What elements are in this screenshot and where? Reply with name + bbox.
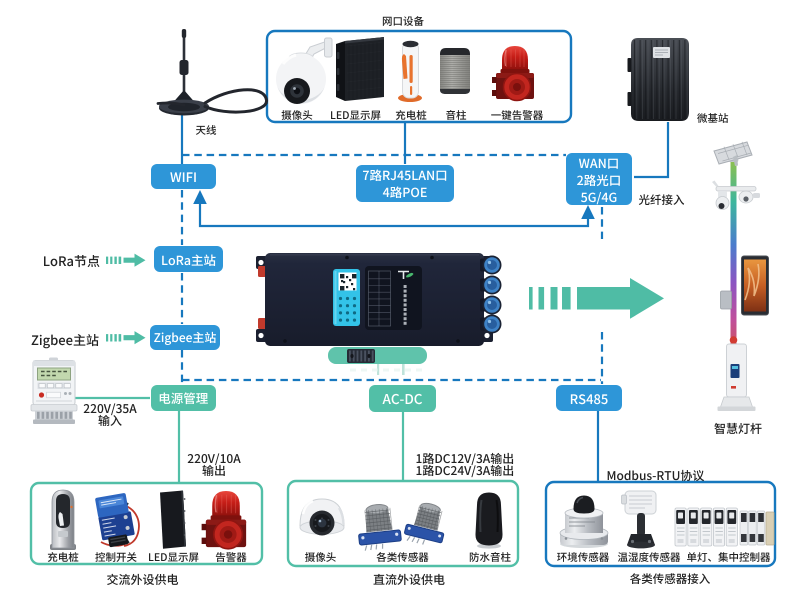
energy-meter-icon [30, 357, 78, 424]
lora-node[interactable]: LoRa主站 [154, 246, 223, 272]
modbus-label: Modbus-RTU协议 [606, 466, 705, 484]
lan-device-label-1: LED显示屏 [330, 107, 381, 123]
ac-group-caption: 交流外设供电 [106, 570, 179, 588]
dc-output-line1: 1路DC12V/3A输出 [415, 449, 515, 467]
dome-camera-icon [276, 37, 333, 104]
dc-device-label-1: 各类传感器 [376, 549, 429, 565]
charging-pile-icon [398, 40, 422, 102]
lan-devices-title: 网口设备 [382, 13, 424, 29]
connector-lines [74, 108, 670, 483]
dc-device-label-2: 防水音柱 [469, 549, 511, 565]
gas-sensor-right-icon [404, 502, 445, 545]
flow-arrow [529, 278, 664, 319]
dc-output-label: 1路DC12V/3A输出 1路DC24V/3A输出 [415, 449, 515, 479]
acdc-node[interactable]: AC-DC [369, 385, 436, 412]
sensor-devices-box [544, 480, 777, 568]
power-node-label: 电源管理 [158, 388, 209, 407]
zigbee-node-label: Zigbee主站 [153, 328, 217, 346]
lan-device-label-2: 充电桩 [395, 107, 427, 123]
zigbee-in-arrow [106, 331, 146, 345]
control-switch-icon [95, 493, 140, 548]
ac-output-line1: 220V/10A [187, 450, 241, 467]
sensor-group-caption: 各类传感器接入 [629, 570, 711, 587]
environment-sensor-icon [559, 495, 609, 548]
sensor-device-label-0: 环境传感器 [556, 549, 610, 565]
base-station-icon [627, 38, 689, 121]
lora-node-label: LoRa主站 [160, 249, 217, 269]
antenna-icon [156, 29, 268, 116]
zigbee-node[interactable]: Zigbee主站 [150, 324, 220, 350]
lan-devices-box [265, 29, 573, 124]
smart-pole-label: 智慧灯杆 [713, 419, 763, 437]
lan-device-label-0: 摄像头 [281, 107, 313, 123]
lan-device-label-4: 一键告警器 [490, 107, 544, 123]
rs485-node-label: RS485 [569, 388, 609, 408]
sensor-device-label-1: 温湿度传感器 [617, 549, 681, 565]
meter-input-label: 220V/35A 输入 [83, 400, 137, 430]
led-screen-small-icon [160, 490, 186, 549]
alarm-horn-icon [201, 491, 247, 550]
base-station-label: 微基站 [697, 110, 729, 126]
ac-output-label: 220V/10A 输出 [187, 450, 241, 480]
led-screen-icon [336, 37, 384, 101]
ac-devices-box [29, 481, 264, 566]
gas-sensor-left-icon [358, 504, 402, 551]
zigbee-source-label: Zigbee主站 [30, 329, 99, 349]
sensor-device-label-2: 单灯、集中控制器 [686, 549, 771, 565]
dome-camera-small-icon [299, 498, 345, 536]
meter-input-line1: 220V/35A [83, 400, 137, 417]
lora-in-arrow [106, 253, 146, 267]
dc-device-label-0: 摄像头 [304, 549, 337, 565]
waterproof-speaker-icon [475, 492, 503, 549]
wan-node-label: 2路光口 [576, 169, 622, 189]
fiber-access-label: 光纤接入 [638, 191, 685, 208]
lan-node-label: 7路RJ45LAN口 [362, 164, 448, 184]
ac-device-label-2: LED显示屏 [148, 549, 199, 565]
power-node[interactable]: 电源管理 [150, 384, 216, 411]
dc-devices-box [286, 479, 520, 568]
dc-group-caption: 直流外设供电 [372, 570, 446, 588]
ac-device-label-3: 告警器 [215, 549, 247, 565]
speaker-column-icon [440, 48, 470, 94]
rs485-node[interactable]: RS485 [556, 385, 622, 411]
lan-node-label: 4路POE [382, 182, 428, 201]
alarm-beacon-icon [492, 46, 534, 102]
meter-input-line2: 输入 [97, 412, 123, 430]
wifi-node[interactable]: WIFI [151, 164, 216, 189]
acdc-node-label: AC-DC [382, 388, 423, 409]
wan-node-label: 5G/4G [580, 186, 618, 206]
antenna-label: 天线 [195, 123, 217, 138]
gateway-device [256, 253, 502, 375]
lamp-controllers-icon [674, 507, 775, 547]
ac-device-label-0: 充电桩 [47, 549, 79, 565]
smart-pole-icon [712, 141, 769, 411]
ac-output-line2: 输出 [201, 462, 227, 480]
dc-output-line2: 1路DC24V/3A输出 [415, 461, 515, 479]
wan-node-label: WAN口 [578, 152, 620, 172]
temp-humidity-sensor-icon [621, 490, 657, 549]
ac-device-label-1: 控制开关 [95, 549, 137, 565]
lora-source-label: LoRa节点 [42, 250, 100, 270]
wifi-node-label: WIFI [169, 167, 197, 186]
charging-pillar-icon [50, 489, 76, 550]
lan-device-label-3: 音柱 [445, 107, 467, 123]
